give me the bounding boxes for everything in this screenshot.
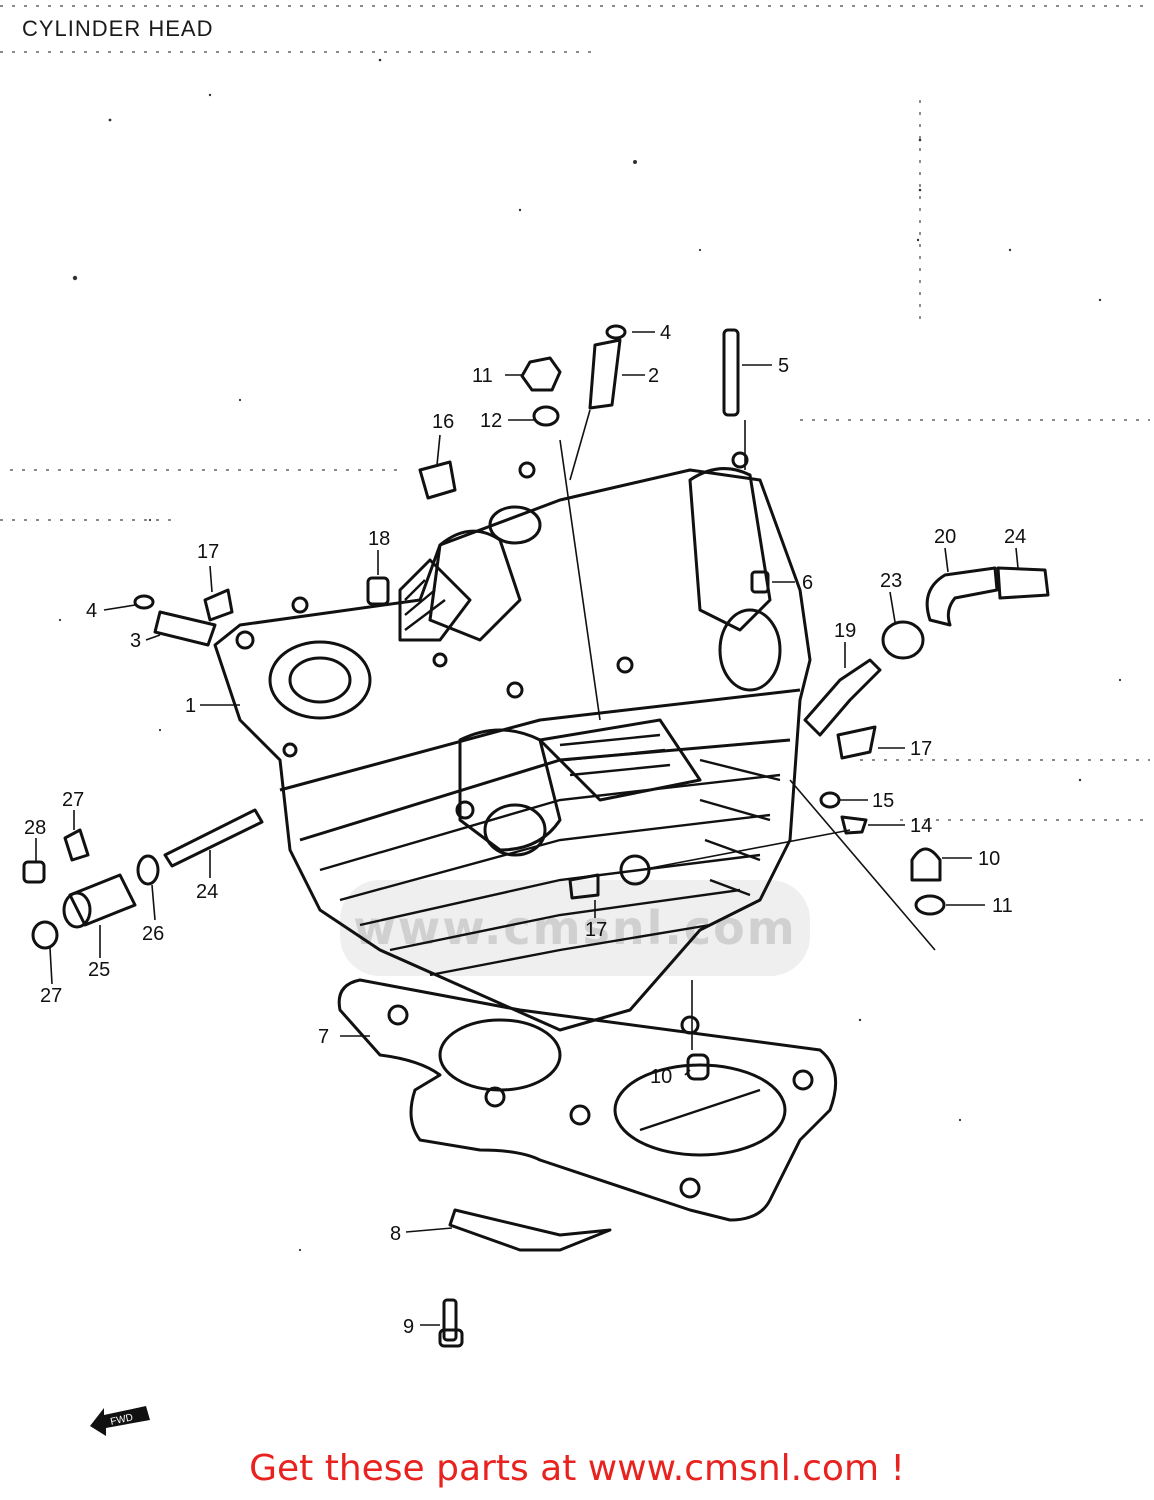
bolt-9 — [438, 1298, 464, 1348]
dowel-10 — [686, 1053, 710, 1081]
head-gasket — [337, 978, 838, 1222]
callout-27: 27 — [62, 789, 84, 811]
callout-labels: 4 2 5 11 12 16 18 6 17 4 3 1 19 23 20 24… — [24, 322, 1026, 1338]
callout-23: 24 — [196, 881, 218, 903]
callout-4a: 4 — [660, 322, 671, 344]
callout-9: 9 — [403, 1316, 414, 1338]
small-gasket — [448, 1208, 612, 1252]
cylinder-head-body — [213, 451, 812, 1032]
callout-13: 11 — [472, 365, 493, 387]
scan-noise — [58, 58, 1122, 1252]
callout-28: 28 — [24, 817, 46, 839]
callout-14: 12 — [480, 410, 502, 432]
callout-4b: 4 — [86, 600, 97, 622]
forward-direction-arrow: FWD — [90, 1406, 150, 1436]
callout-5: 5 — [778, 355, 789, 377]
callout-24: 25 — [88, 959, 110, 981]
callout-21: 23 — [880, 570, 902, 592]
callout-10: 10 — [650, 1066, 672, 1088]
callout-19: 19 — [834, 620, 856, 642]
callout-2: 2 — [648, 365, 659, 387]
small-parts — [22, 324, 1050, 950]
callout-7: 7 — [318, 1026, 329, 1048]
leader-lines — [35, 331, 1019, 1326]
callout-8: 8 — [390, 1223, 401, 1245]
callout-12: 11 — [992, 895, 1013, 917]
page-title: CYLINDER HEAD — [22, 16, 214, 41]
callout-20: 20 — [934, 526, 956, 548]
callout-3: 3 — [130, 630, 141, 652]
fwd-label: FWD — [109, 1412, 134, 1427]
callout-26: 27 — [40, 985, 62, 1007]
callout-17d: 17 — [585, 919, 607, 941]
scan-dashes — [0, 5, 1150, 821]
callout-17b: 17 — [197, 541, 219, 563]
callout-17c: 17 — [910, 738, 932, 760]
callout-18: 18 — [368, 528, 390, 550]
callout-22: 24 — [1004, 526, 1026, 548]
callout-15: 14 — [910, 815, 932, 837]
callout-16: 15 — [872, 790, 894, 812]
callout-6: 6 — [802, 572, 813, 594]
callout-1: 1 — [185, 695, 196, 717]
footer-promo-link[interactable]: Get these parts at www.cmsnl.com ! — [249, 1448, 905, 1489]
callout-17a: 16 — [432, 411, 454, 433]
callout-25: 26 — [142, 923, 164, 945]
callout-11: 10 — [978, 848, 1000, 870]
